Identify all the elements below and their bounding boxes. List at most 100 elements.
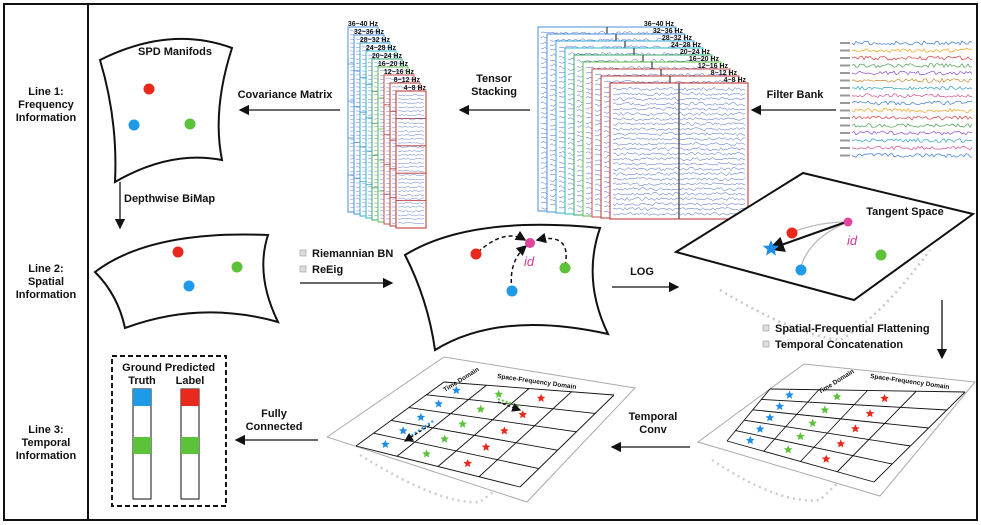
eeg-channel: [851, 40, 973, 46]
band-label: 20~24 Hz: [680, 49, 711, 56]
ground-truth-bar: [132, 388, 152, 500]
identity-point: [525, 238, 535, 248]
channel-label-mark: [840, 132, 850, 134]
feature-star-icon: [458, 419, 467, 428]
svg-text:Temporal: Temporal: [22, 437, 71, 449]
blue-point: [183, 280, 195, 292]
svg-text:Line 3:: Line 3:: [28, 424, 63, 436]
feature-star-icon: [518, 410, 527, 419]
svg-text:Tangent Space: Tangent Space: [866, 206, 943, 218]
green-point: [231, 261, 243, 273]
log-arrow: LOG: [612, 266, 680, 293]
feature-star-icon: [500, 426, 509, 435]
band-label: 8~12 Hz: [394, 77, 421, 84]
channel-label-mark: [840, 57, 850, 59]
svg-text:Truth: Truth: [128, 375, 156, 387]
feature-star-icon: [452, 385, 461, 394]
feature-star-icon: [865, 409, 875, 418]
svg-text:Spatial: Spatial: [28, 276, 64, 288]
covariance-arrow: Covariance Matrix: [238, 89, 340, 116]
eeg-channel: [851, 85, 973, 91]
red-point: [786, 227, 798, 239]
line-1-label: Line 1: Frequency Information: [16, 86, 77, 124]
channel-label-mark: [840, 117, 850, 119]
feature-star-icon: [821, 454, 831, 463]
feature-star-icon: [381, 439, 390, 448]
identity-point: [843, 217, 853, 227]
temporal-feature-grid: Time Domain Space-Frequency Domain: [325, 356, 637, 504]
blue-point: [795, 264, 807, 276]
svg-text:Line 1:: Line 1:: [28, 86, 63, 98]
svg-text:ReEig: ReEig: [312, 264, 343, 276]
band-label: 36~40 Hz: [348, 21, 379, 28]
svg-text:Information: Information: [16, 450, 77, 462]
riemannian-bn-arrow: Riemannian BN ReEig: [299, 248, 393, 289]
fully-connected-arrow: Fully Connected: [234, 408, 318, 446]
band-label: 24~28 Hz: [671, 42, 702, 49]
svg-text:Predicted: Predicted: [165, 362, 215, 374]
feature-star-icon: [434, 399, 443, 408]
feature-star-icon: [755, 424, 765, 433]
feature-star-icon: [398, 426, 408, 435]
line-2-label: Line 2: Spatial Information: [16, 263, 77, 301]
band-label: 24~28 Hz: [366, 45, 397, 52]
band-label: 4~8 Hz: [404, 85, 427, 92]
bullet-icon: [762, 340, 770, 348]
feature-star-icon: [808, 418, 817, 427]
band-label: 12~16 Hz: [384, 69, 415, 76]
channel-label-mark: [840, 79, 850, 82]
temporal-conv-arrow: Temporal Conv: [610, 411, 690, 453]
eeg-channel: [851, 115, 973, 121]
eeg-channel: [852, 145, 973, 151]
svg-text:id: id: [524, 254, 535, 269]
channel-label-mark: [840, 154, 850, 157]
spd-manifold-1: SPD Manifods: [98, 37, 234, 184]
spd-manifold-3: id: [403, 223, 610, 352]
svg-text:Connected: Connected: [246, 421, 303, 433]
filter-bank-arrow: Filter Bank: [750, 89, 836, 116]
feature-star-icon: [851, 424, 860, 433]
band-label: 12~16 Hz: [698, 63, 729, 70]
feature-star-icon: [880, 393, 889, 403]
channel-label-mark: [840, 94, 850, 97]
band-label: 16~20 Hz: [378, 61, 409, 68]
channel-label-mark: [840, 42, 850, 44]
svg-text:Temporal Concatenation: Temporal Concatenation: [775, 339, 903, 351]
eeg-channel: [851, 107, 973, 113]
blue-star-icon: [762, 240, 780, 256]
svg-text:Information: Information: [16, 289, 77, 301]
blue-point: [506, 285, 518, 297]
red-point: [143, 83, 155, 95]
eeg-channel: [851, 70, 973, 76]
feature-star-icon: [494, 389, 503, 398]
eeg-channel: [851, 63, 972, 69]
feature-star-icon: [836, 439, 846, 448]
eeg-channel: [851, 48, 973, 53]
channel-label-mark: [840, 139, 850, 142]
band-label: 28~32 Hz: [360, 37, 391, 44]
feature-star-icon: [783, 445, 793, 454]
band-label: 32~36 Hz: [354, 29, 385, 36]
svg-text:Depthwise BiMap: Depthwise BiMap: [124, 193, 215, 205]
depthwise-bimap-arrow: Depthwise BiMap: [114, 182, 215, 230]
svg-text:Ground: Ground: [122, 362, 162, 374]
feature-star-icon: [820, 405, 830, 414]
eeg-band-frame: 4~8 Hz: [609, 77, 749, 220]
channel-label-mark: [840, 72, 850, 74]
predicted-label-bar: [180, 388, 200, 500]
green-point: [559, 262, 571, 274]
blue-point: [128, 119, 140, 131]
svg-text:Stacking: Stacking: [471, 86, 517, 98]
band-label: 4~8 Hz: [724, 77, 747, 84]
tangent-space: Tangent Space id: [673, 171, 976, 342]
line-3-label: Line 3: Temporal Information: [16, 424, 77, 462]
svg-text:Line 2:: Line 2:: [28, 263, 63, 275]
band-label: 16~20 Hz: [689, 56, 720, 63]
feature-star-icon: [481, 442, 491, 451]
channel-label-mark: [840, 124, 850, 127]
raw-eeg-signal: [840, 40, 973, 159]
covariance-frame: 4~8 Hz: [395, 85, 427, 229]
tensor-stacking-arrow: Tensor Stacking: [458, 73, 530, 116]
flattened-feature-grid: Time Domain Space-Frequency Domain: [696, 363, 976, 502]
